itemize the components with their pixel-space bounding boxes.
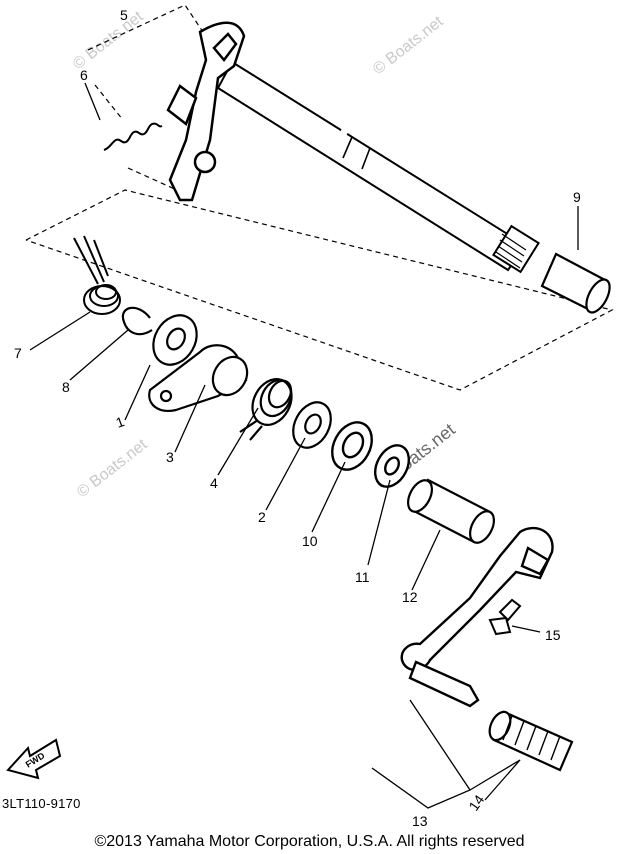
circlip-8: [121, 306, 153, 336]
torsion-spring-7: [73, 235, 121, 315]
assembly-boundary: [25, 189, 614, 391]
collar-9: [540, 252, 611, 314]
callout-8: 8: [62, 379, 70, 395]
washer-11: [374, 444, 410, 488]
callout-10: 10: [302, 533, 318, 549]
callout-12: 12: [402, 589, 418, 605]
bolt-15: [488, 598, 522, 636]
callout-4: 4: [210, 475, 218, 491]
leader-lines: [29, 82, 579, 809]
lever-3: [148, 344, 249, 412]
forward-arrow-icon: FWD: [6, 738, 62, 780]
callout-11: 11: [355, 569, 370, 585]
collar-12: [406, 478, 496, 544]
oil-seal-10: [331, 421, 373, 471]
spring-6: [103, 122, 163, 151]
callout-2: 2: [258, 509, 266, 525]
copyright-notice: ©2013 Yamaha Motor Corporation, U.S.A. A…: [94, 833, 525, 850]
watermark: © Boats.net: [74, 436, 151, 501]
callout-15: 15: [545, 627, 561, 643]
callout-13: 13: [412, 813, 428, 829]
shift-arm: [166, 21, 246, 202]
part-code: 3LT110-9170: [2, 796, 81, 811]
callout-9: 9: [573, 189, 581, 205]
watermark: © Boats.net: [370, 13, 447, 78]
washer-2: [292, 401, 332, 449]
callout-7: 7: [14, 345, 22, 361]
callout-5: 5: [120, 7, 128, 23]
callout-3: 3: [166, 449, 174, 465]
callout-1: 1: [114, 413, 127, 431]
spring-4: [239, 378, 293, 441]
callout-14: 14: [465, 792, 487, 814]
callout-6: 6: [80, 67, 88, 83]
washer-1: [152, 314, 198, 366]
shift-shaft: [216, 60, 540, 274]
pedal-rubber-14: [488, 710, 574, 772]
shift-pedal: [400, 526, 554, 708]
